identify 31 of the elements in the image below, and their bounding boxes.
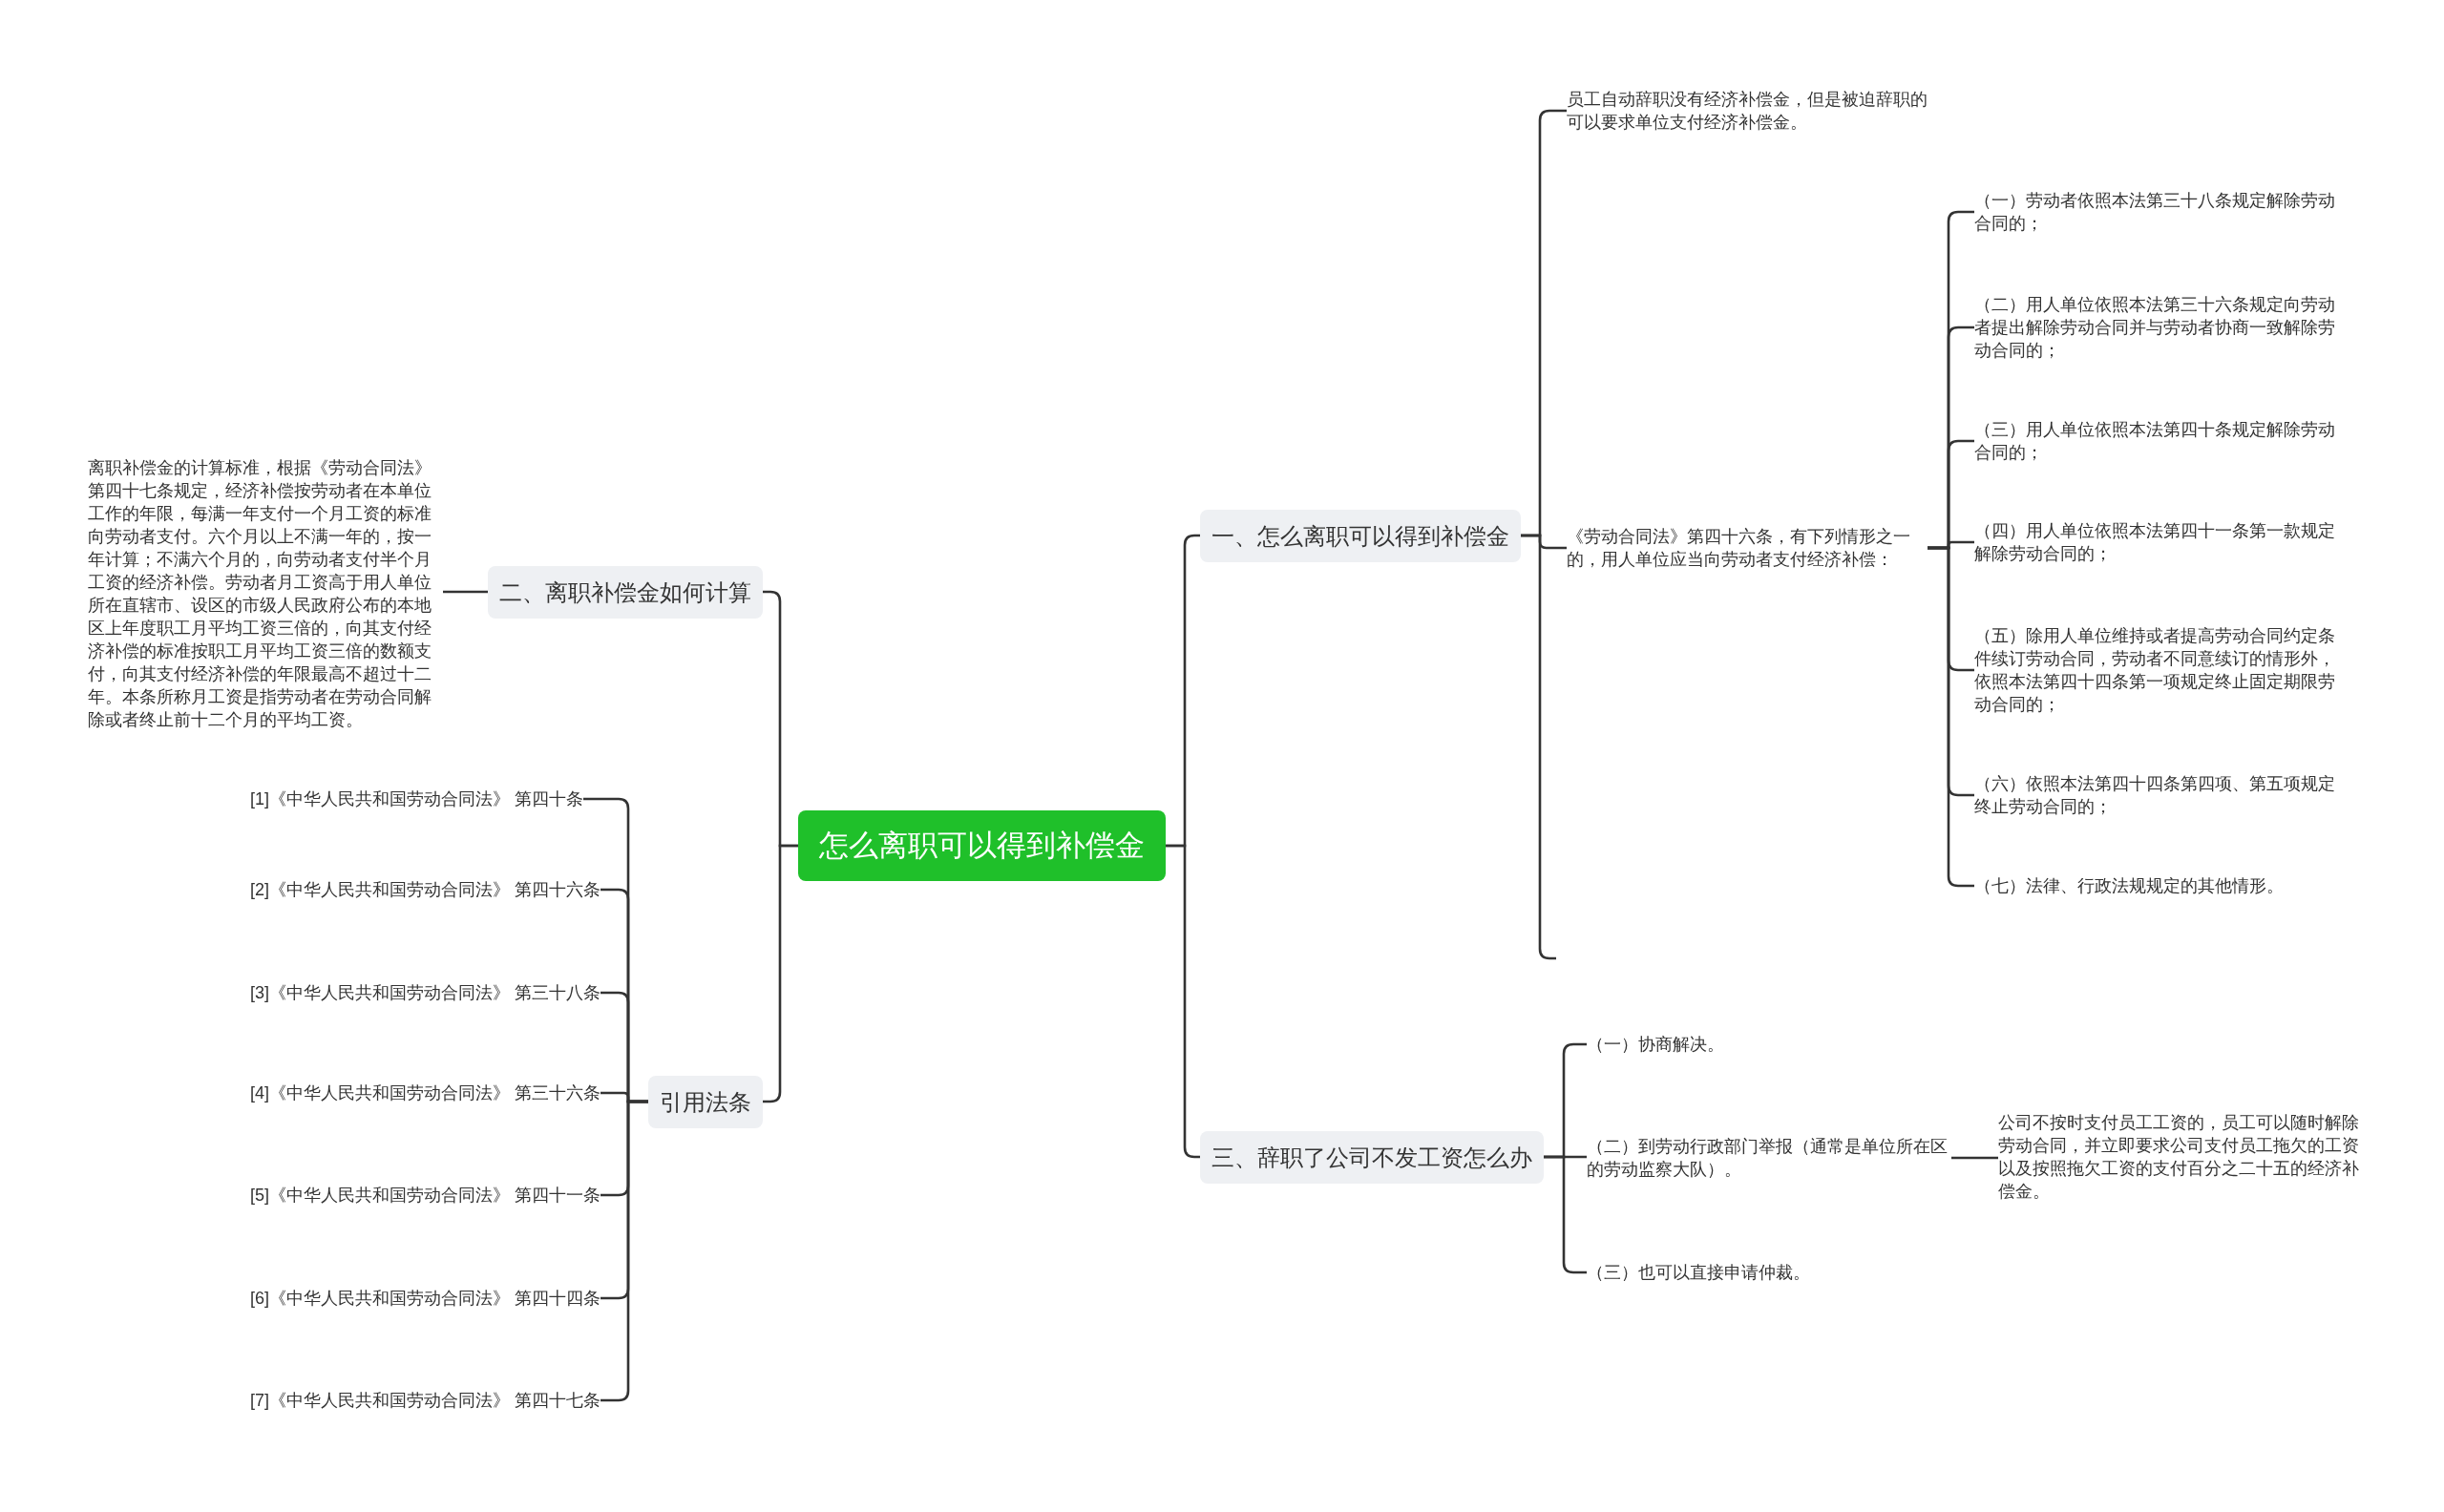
topic-text: （七）法律、行政法规规定的其他情形。 (1974, 874, 2284, 897)
topic-text: （一）劳动者依照本法第三十八条规定解除劳动合同的； (1974, 189, 2337, 235)
topic-text: （六）依照本法第四十四条第四项、第五项规定终止劳动合同的； (1974, 772, 2337, 818)
topic-text: 员工自动辞职没有经济补偿金，但是被迫辞职的可以要求单位支付经济补偿金。 (1567, 88, 1928, 134)
topic-text: [7]《中华人民共和国劳动合同法》 第四十七条 (250, 1389, 600, 1412)
topic-text: （三）也可以直接申请仲裁。 (1587, 1261, 1810, 1284)
connector-line (1521, 534, 1556, 960)
topic-text: [2]《中华人民共和国劳动合同法》 第四十六条 (250, 878, 600, 901)
topic-text: （四）用人单位依照本法第四十一条第一款规定解除劳动合同的； (1974, 519, 2337, 565)
connector-line (1951, 1156, 1998, 1160)
branch-topic: 三、辞职了公司不发工资怎么办 (1200, 1130, 1544, 1184)
connector-line (1166, 844, 1200, 1159)
connector-line (443, 590, 488, 594)
branch-topic: 二、离职补偿金如何计算 (488, 565, 763, 619)
topic-text: （二）到劳动行政部门举报（通常是单位所在区的劳动监察大队）。 (1587, 1135, 1951, 1181)
topic-text: 《劳动合同法》第四十六条，有下列情形之一的，用人单位应当向劳动者支付经济补偿： (1567, 525, 1928, 571)
central-topic: 怎么离职可以得到补偿金 (798, 810, 1166, 881)
topic-text: [1]《中华人民共和国劳动合同法》 第四十条 (250, 788, 583, 810)
branch-topic: 引用法条 (648, 1075, 763, 1128)
topic-text: （二）用人单位依照本法第三十六条规定向劳动者提出解除劳动合同并与劳动者协商一致解除劳动合同的； (1974, 293, 2337, 362)
topic-text: （五）除用人单位维持或者提高劳动合同约定条件续订劳动合同，劳动者不同意续订的情形外，依照本法第四十四条第一项规定终止固定期限劳动合同的； (1974, 624, 2337, 716)
topic-text: [4]《中华人民共和国劳动合同法》 第三十六条 (250, 1082, 600, 1104)
topic-text: 公司不按时支付员工工资的，员工可以随时解除劳动合同，并立即要求公司支付员工拖欠的工资以及按照拖欠工资的支付百分之二十五的经济补偿金。 (1998, 1111, 2363, 1203)
topic-text: [6]《中华人民共和国劳动合同法》 第四十四条 (250, 1287, 600, 1310)
branch-topic: 一、怎么离职可以得到补偿金 (1200, 509, 1521, 562)
topic-text: （一）协商解决。 (1587, 1033, 1724, 1056)
topic-text: [5]《中华人民共和国劳动合同法》 第四十一条 (250, 1184, 600, 1207)
connector-line (763, 844, 798, 1103)
topic-text: 离职补偿金的计算标准，根据《劳动合同法》第四十七条规定，经济补偿按劳动者在本单位工作的年限，每满一年支付一个月工资的标准向劳动者支付。六个月以上不满一年的，按一年计算；不满六个月的，向劳动者支付半个月工资的经济补偿。劳动者月工资高于用人单位所在直辖市、设区的市级人民政府公布的本地区上年度职工月平均工资三倍的，向其支付经济补偿的标准按职工月平均工资三倍的数额支付，向其支付经济补偿的年限最高不超过十二年。本条所称月工资是指劳动者在劳动合同解除或者终止前十二个月的平均工资。 (88, 456, 443, 731)
topic-text: [3]《中华人民共和国劳动合同法》 第三十八条 (250, 981, 600, 1004)
topic-text: （三）用人单位依照本法第四十条规定解除劳动合同的； (1974, 418, 2337, 464)
